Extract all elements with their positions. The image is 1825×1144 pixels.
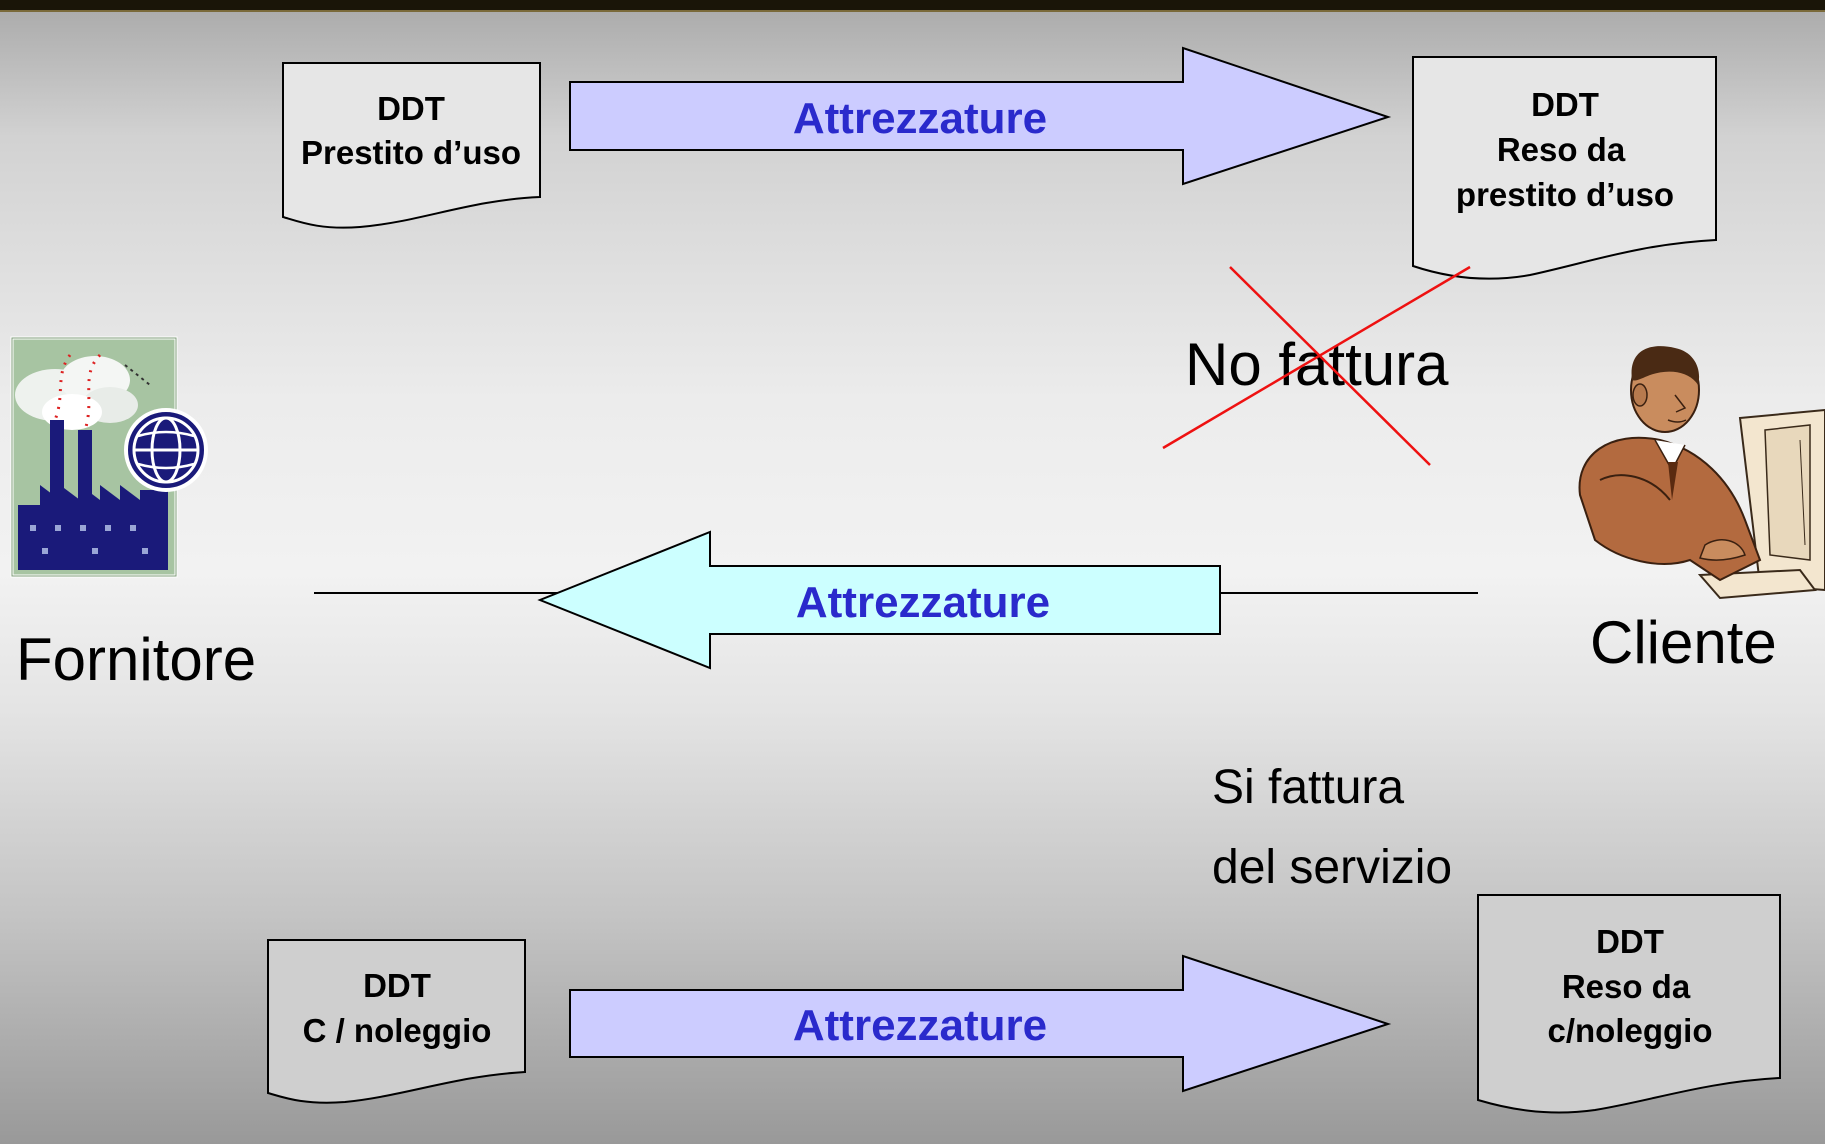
- doc-reso-prestito-line3: prestito d’uso: [1456, 176, 1674, 213]
- globe-icon: [124, 408, 208, 492]
- no-fattura-note: No fattura: [1162, 265, 1471, 466]
- factory-icon: [10, 336, 208, 578]
- cross-line-1: [1229, 266, 1431, 466]
- doc-noleggio-title: DDT: [363, 967, 431, 1004]
- fornitore-label: Fornitore: [16, 626, 256, 693]
- arrow-bottom-label: Attrezzature: [793, 1001, 1047, 1050]
- doc-noleggio-subtitle: C / noleggio: [303, 1012, 492, 1049]
- si-fattura-line1: Si fattura: [1212, 761, 1404, 814]
- top-bar: [0, 0, 1825, 12]
- cliente-label: Cliente: [1590, 609, 1777, 676]
- doc-reso-prestito-title: DDT: [1531, 86, 1599, 123]
- arrow-top-label: Attrezzature: [793, 94, 1047, 143]
- doc-reso-noleggio-line2: Reso da: [1562, 968, 1691, 1005]
- doc-reso-noleggio-title: DDT: [1596, 923, 1664, 960]
- doc-prestito-title: DDT: [377, 90, 445, 127]
- arrow-top: Attrezzature: [569, 46, 1392, 186]
- doc-noleggio: DDT C / noleggio: [267, 939, 526, 1104]
- arrow-middle: Attrezzature: [537, 530, 1221, 670]
- no-fattura-label: No fattura: [1185, 331, 1449, 398]
- doc-reso-prestito-line2: Reso da: [1497, 131, 1626, 168]
- doc-reso-prestito: DDT Reso da prestito d’uso: [1412, 56, 1717, 280]
- doc-prestito: DDT Prestito d’uso: [282, 62, 541, 229]
- doc-reso-noleggio: DDT Reso da c/noleggio: [1477, 894, 1781, 1114]
- arrow-middle-label: Attrezzature: [796, 578, 1050, 627]
- doc-reso-noleggio-line3: c/noleggio: [1548, 1012, 1713, 1049]
- person-computer-icon: [1578, 346, 1825, 600]
- cross-line-2: [1162, 265, 1471, 450]
- arrow-bottom: Attrezzature: [569, 954, 1392, 1093]
- doc-prestito-subtitle: Prestito d’uso: [301, 134, 521, 171]
- si-fattura-line2: del servizio: [1212, 841, 1452, 894]
